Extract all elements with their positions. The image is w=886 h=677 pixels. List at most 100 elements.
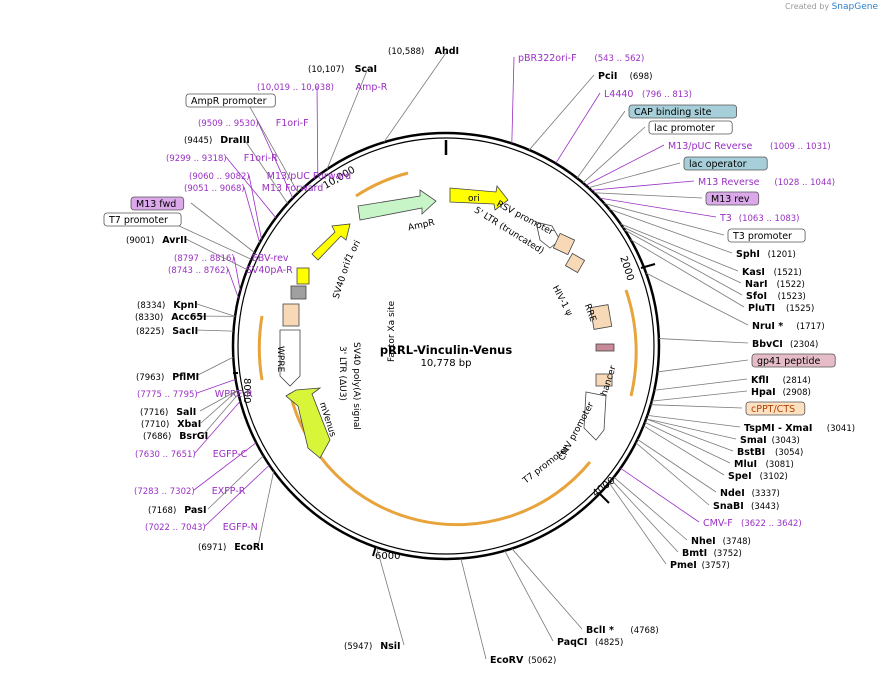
site-name-t3: T3 — [719, 213, 732, 224]
site-labels: (10,588)AhdI(10,107)ScaI(10,019 .. 10,03… — [103, 46, 855, 666]
leader-line — [195, 356, 234, 377]
site-pos-xbai: (7710) — [141, 420, 169, 430]
site-pos-bsrgi: (7686) — [143, 432, 171, 442]
site-pos-egfp-c: (7630 .. 7651) — [135, 450, 196, 460]
site-name-cmv-f: CMV-F — [703, 518, 733, 529]
site-pos-scai: (10,107) — [308, 65, 344, 75]
feature-box-t3-promoter — [727, 228, 806, 243]
leader-line — [383, 49, 449, 143]
plasmid-ring-outer — [231, 131, 661, 561]
site-pos-pasi: (7168) — [148, 506, 176, 516]
site-name-wpre-r: WPRE-R — [215, 389, 253, 400]
leader-line — [227, 268, 239, 299]
feature-ampr: AmpR — [407, 218, 435, 233]
cppt-box — [595, 373, 613, 387]
feature-factor-xa: Factor Xa site — [387, 300, 397, 362]
site-name-nsii: NsiI — [380, 641, 400, 652]
leader-line — [657, 359, 749, 373]
site-name-ahdi: AhdI — [435, 46, 459, 57]
site-name-ecorv: EcoRV — [490, 655, 524, 666]
leader-line — [233, 256, 241, 291]
leader-line — [196, 303, 236, 317]
site-pos-kfli: (2814) — [783, 376, 811, 386]
leader-line — [624, 229, 743, 296]
site-pos-nrui: (1717) — [796, 322, 824, 332]
site-pos-spei: (3102) — [760, 472, 788, 482]
site-pos-ahdi: (10,588) — [388, 47, 424, 57]
site-name-bstbi: BstBI — [737, 447, 765, 458]
site-pos-bcli: (4768) — [630, 626, 658, 636]
site-pos-paqci: (4825) — [595, 638, 623, 648]
site-name-bmti: BmtI — [682, 548, 707, 559]
leader-line — [611, 479, 679, 553]
feature-t7-promoter: T7 promoter — [521, 444, 572, 487]
plasmid-ring-inner — [237, 137, 655, 555]
leader-line — [376, 547, 405, 646]
site-name-bbvci: BbvCI — [752, 339, 783, 350]
site-name-bcli: BclI * — [586, 625, 614, 636]
tan-box-left — [282, 303, 300, 327]
site-pos-hpai: (2908) — [783, 388, 811, 398]
site-name-m13-puc-reverse: M13/pUC Reverse — [668, 141, 752, 152]
feature-label-lac-promoter: lac promoter — [654, 123, 715, 134]
site-pos-ndei: (3337) — [752, 489, 780, 499]
feature-label-m13-rev: M13 rev — [711, 194, 750, 205]
feature-box-m13-fwd — [130, 196, 185, 211]
leader-line — [608, 482, 667, 565]
leader-line — [613, 476, 688, 541]
site-name-pasi: PasI — [184, 505, 206, 516]
site-name-f1ori-f: F1ori-F — [276, 118, 309, 129]
cmv-arrow — [583, 391, 607, 441]
site-pos-exfp-r: (7283 .. 7302) — [134, 487, 195, 497]
site-name-ndei: NdeI — [720, 488, 745, 499]
leader-line — [620, 467, 700, 523]
site-pos-pmei: (3757) — [702, 561, 730, 571]
site-pos-sv40pa-r: (8743 .. 8762) — [168, 266, 229, 276]
feature-box-gp41-peptide — [751, 353, 836, 368]
leader-line — [207, 455, 264, 510]
ampr-arrow — [357, 189, 437, 221]
site-pos-egfp-n: (7022 .. 7043) — [145, 523, 206, 533]
feature-ori: ori — [468, 194, 480, 204]
site-pos-pcii: (698) — [630, 72, 653, 82]
leader-line — [593, 192, 703, 199]
leader-line — [316, 85, 319, 176]
leader-line — [555, 92, 601, 164]
leader-line — [576, 110, 626, 179]
site-name-sv40pa-r: SV40pA-R — [246, 265, 293, 276]
site-name-xbai: XbaI — [177, 419, 201, 430]
feature-label-cppt-cts: cPPT/CTS — [751, 404, 795, 415]
sv40-ori-box — [296, 267, 310, 285]
site-pos-pflmi: (7963) — [136, 373, 164, 383]
leader-line — [528, 74, 595, 151]
site-pos-kasi: (1521) — [774, 268, 802, 278]
tick-6000: 6000 — [375, 551, 400, 562]
site-pos-ecori: (6971) — [198, 543, 226, 553]
rre-box — [589, 304, 613, 330]
site-pos-draiii: (9445) — [184, 136, 212, 146]
leader-line — [658, 338, 749, 344]
snapgene-credit: Created by SnapGene — [785, 2, 878, 12]
site-name-nrui: NruI * — [752, 321, 783, 332]
leader-line — [630, 239, 745, 308]
site-pos-bbvci: (2304) — [790, 340, 818, 350]
tan-ltr-b — [564, 252, 586, 274]
site-pos-tspmi-xmai: (3041) — [827, 424, 855, 434]
site-pos-pbr322ori-f: (543 .. 562) — [594, 54, 644, 64]
f1ori-arrow — [311, 223, 351, 261]
site-name-mlui: MluI — [734, 459, 757, 470]
site-name-m13-puc-forward: M13/pUC Forward — [267, 171, 351, 182]
tick-mark-4000 — [598, 492, 610, 504]
leader-line — [643, 425, 725, 476]
sv40-ori-grey — [290, 285, 307, 300]
site-name-f1ori-r: F1ori-R — [244, 153, 278, 164]
feature-label-m13-fwd: M13 fwd — [136, 199, 176, 210]
feature-box-m13-rev — [705, 191, 760, 206]
leader-line — [195, 329, 234, 332]
feature-label-t3-promoter: T3 promoter — [732, 231, 792, 242]
arc-ampr-region — [355, 171, 409, 198]
leader-line — [194, 400, 241, 454]
site-pos-nhei: (3748) — [723, 537, 751, 547]
mvenus-arrow — [285, 387, 331, 459]
feature-label-lac-operator: lac operator — [689, 159, 747, 170]
